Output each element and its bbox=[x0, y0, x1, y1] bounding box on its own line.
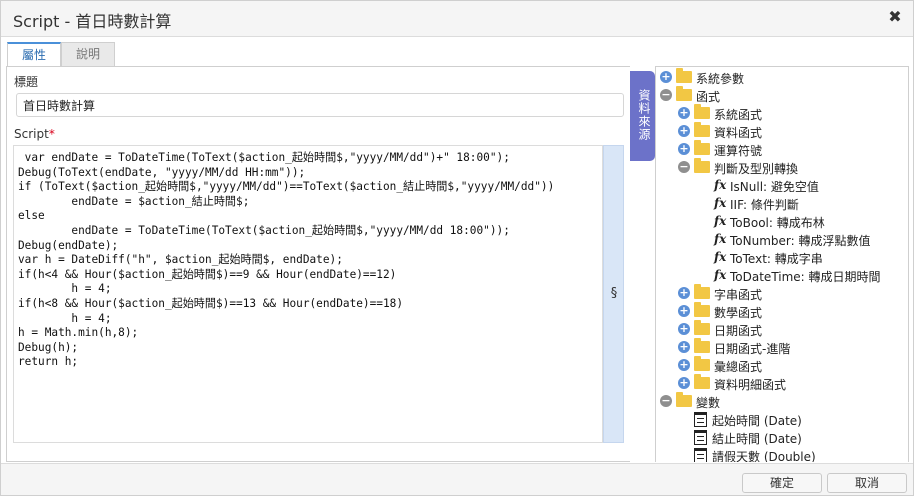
tree-node-label: 運算符號 bbox=[714, 144, 763, 158]
folder-icon bbox=[694, 374, 710, 389]
variable-icon bbox=[694, 412, 707, 427]
variable-label: 請假天數 (Double) bbox=[712, 450, 816, 462]
folder-icon bbox=[694, 320, 710, 335]
folder-icon bbox=[694, 122, 710, 137]
folder-icon bbox=[694, 302, 710, 317]
expand-icon[interactable]: + bbox=[660, 70, 672, 83]
function-label: IIF: 條件判斷 bbox=[730, 198, 799, 212]
folder-icon bbox=[694, 104, 710, 119]
tree-node-label: 日期函式-進階 bbox=[714, 342, 791, 356]
function-icon: fx bbox=[714, 268, 727, 282]
collapse-icon[interactable]: − bbox=[678, 160, 690, 173]
properties-panel: 標題 Script* var endDate = ToDateTime(ToTe… bbox=[6, 66, 630, 462]
tree-node-label: 函式 bbox=[696, 90, 721, 104]
dialog-footer: 確定 取消 bbox=[1, 463, 913, 495]
code-line[interactable]: if(h<4 && Hour($action_起始時間$)==9 && Hour… bbox=[18, 267, 397, 281]
tree-node-label: 字串函式 bbox=[714, 288, 763, 302]
expand-icon[interactable]: + bbox=[678, 304, 690, 317]
variable-icon bbox=[694, 430, 707, 445]
function-label: ToDateTime: 轉成日期時間 bbox=[730, 270, 881, 284]
function-label: ToNumber: 轉成浮點數值 bbox=[730, 234, 871, 248]
code-line[interactable]: endDate = $action_結止時間$; bbox=[18, 194, 250, 208]
title-bar: Script - 首日時數計算 ✖ bbox=[1, 1, 913, 37]
expand-icon[interactable]: + bbox=[678, 286, 690, 299]
folder-icon bbox=[676, 392, 692, 407]
function-label: ToText: 轉成字串 bbox=[730, 252, 823, 266]
tree-node-label: 系統參數 bbox=[696, 72, 745, 86]
code-line[interactable]: Debug(endDate); bbox=[18, 238, 119, 252]
code-line[interactable]: if(h<8 && Hour($action_起始時間$)==13 && Hou… bbox=[18, 296, 404, 310]
close-icon[interactable]: ✖ bbox=[888, 7, 902, 26]
title-field-label: 標題 bbox=[14, 75, 39, 89]
folder-icon bbox=[676, 68, 692, 83]
scroll-icon[interactable]: § bbox=[610, 286, 618, 301]
code-area[interactable]: var endDate = ToDateTime(ToText($action_… bbox=[14, 146, 602, 370]
function-label: IsNull: 避免空值 bbox=[730, 180, 819, 194]
ok-button[interactable]: 確定 bbox=[742, 473, 822, 493]
tree-node-label: 資料明細函式 bbox=[714, 378, 787, 392]
function-icon: fx bbox=[714, 214, 727, 228]
data-source-tree: + 系統參數 − 函式 + 系統函式 + 資料函式 + 運算符號 − bbox=[655, 66, 909, 462]
function-icon: fx bbox=[714, 178, 727, 192]
code-line[interactable]: h = 4; bbox=[18, 282, 112, 296]
code-line[interactable]: h = 4; bbox=[18, 311, 112, 325]
tree-node-label: 判斷及型別轉換 bbox=[714, 162, 799, 176]
folder-icon bbox=[694, 158, 710, 173]
editor-side-strip[interactable]: § bbox=[603, 145, 624, 443]
script-editor[interactable]: var endDate = ToDateTime(ToText($action_… bbox=[13, 145, 603, 443]
function-icon: fx bbox=[714, 250, 727, 264]
expand-icon[interactable]: + bbox=[678, 106, 690, 119]
folder-icon bbox=[694, 140, 710, 155]
script-field-label: Script* bbox=[14, 127, 55, 141]
tree-node-label: 日期函式 bbox=[714, 324, 763, 338]
code-line[interactable]: h = Math.min(h,8); bbox=[18, 326, 139, 340]
variable-label: 起始時間 (Date) bbox=[712, 414, 802, 428]
expand-icon[interactable]: + bbox=[678, 322, 690, 335]
script-label-text: Script bbox=[14, 127, 49, 141]
function-label: ToBool: 轉成布林 bbox=[730, 216, 825, 230]
variable-label: 結止時間 (Date) bbox=[712, 432, 802, 446]
folder-icon bbox=[694, 284, 710, 299]
code-line[interactable]: var h = DateDiff("h", $action_起始時間$, end… bbox=[18, 253, 343, 267]
data-source-tab[interactable]: 資料來源 bbox=[630, 71, 655, 161]
function-icon: fx bbox=[714, 232, 727, 246]
cancel-button[interactable]: 取消 bbox=[827, 473, 907, 493]
tab-description[interactable]: 說明 bbox=[61, 42, 115, 66]
code-line[interactable]: if (ToText($action_起始時間$,"yyyy/MM/dd")==… bbox=[18, 180, 555, 194]
folder-icon bbox=[694, 338, 710, 353]
collapse-icon[interactable]: − bbox=[660, 394, 672, 407]
expand-icon[interactable]: + bbox=[678, 142, 690, 155]
tab-properties[interactable]: 屬性 bbox=[7, 42, 61, 66]
code-line[interactable]: Debug(h); bbox=[18, 340, 79, 354]
dialog-title: Script - 首日時數計算 bbox=[13, 12, 172, 31]
tree-node-label: 彙總函式 bbox=[714, 360, 763, 374]
code-line[interactable]: Debug(ToText(endDate, "yyyy/MM/dd HH:mm"… bbox=[18, 165, 306, 179]
expand-icon[interactable]: + bbox=[678, 358, 690, 371]
collapse-icon[interactable]: − bbox=[660, 88, 672, 101]
tree-node-label: 變數 bbox=[696, 396, 721, 410]
code-line[interactable]: else bbox=[18, 209, 45, 223]
code-line[interactable]: return h; bbox=[18, 355, 79, 369]
code-line[interactable]: endDate = ToDateTime(ToText($action_起始時間… bbox=[18, 223, 510, 237]
code-line[interactable]: var endDate = ToDateTime(ToText($action_… bbox=[18, 151, 510, 164]
title-input[interactable] bbox=[16, 93, 624, 117]
tree-node-label: 數學函式 bbox=[714, 306, 763, 320]
data-source-tab-label: 資料來源 bbox=[637, 89, 651, 141]
variable-icon bbox=[694, 448, 707, 462]
expand-icon[interactable]: + bbox=[678, 376, 690, 389]
folder-icon bbox=[676, 86, 692, 101]
expand-icon[interactable]: + bbox=[678, 124, 690, 137]
required-mark: * bbox=[48, 127, 55, 141]
folder-icon bbox=[694, 356, 710, 371]
function-icon: fx bbox=[714, 196, 727, 210]
tree-node-label: 系統函式 bbox=[714, 108, 763, 122]
expand-icon[interactable]: + bbox=[678, 340, 690, 353]
tree-node-label: 資料函式 bbox=[714, 126, 763, 140]
